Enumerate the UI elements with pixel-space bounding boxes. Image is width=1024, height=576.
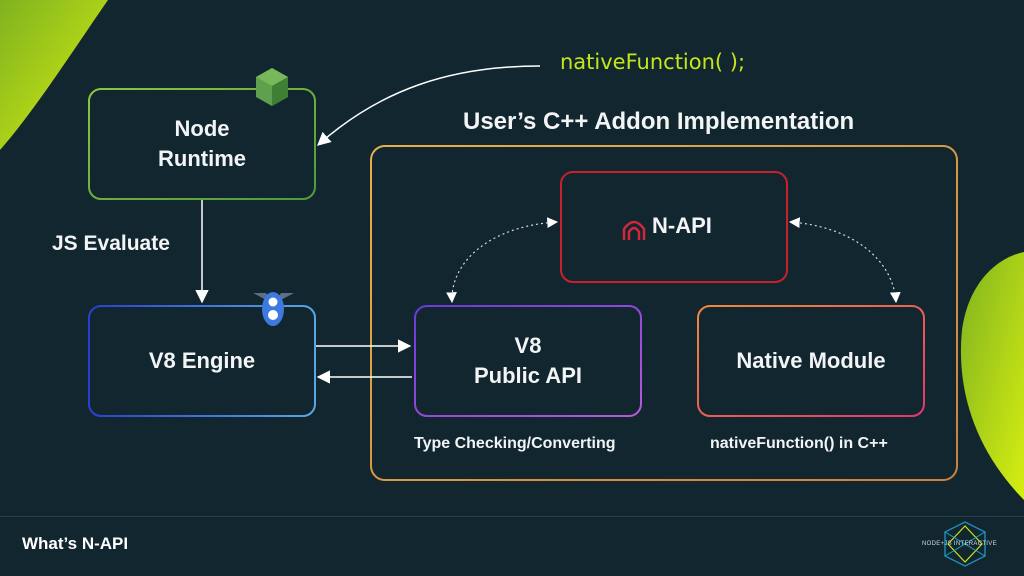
native-module-box — [697, 305, 925, 417]
addon-title: User’s C++ Addon Implementation — [463, 108, 855, 135]
node-runtime-line-2: Runtime — [158, 146, 246, 171]
napi-public-dotted-arrow — [446, 217, 559, 304]
node-runtime-label: Node Runtime — [89, 89, 315, 199]
v8-engine-label: V8 Engine — [89, 306, 315, 416]
v8-engine-text: V8 Engine — [148, 348, 256, 373]
right-accent — [960, 252, 1024, 500]
v8-public-api-label: V8 Public API — [415, 306, 641, 416]
v8-public-api-line-2: Public API — [474, 363, 582, 388]
callout-arrow — [316, 65, 541, 146]
node-runtime-box — [88, 88, 316, 200]
top-left-accent — [0, 0, 108, 150]
nodejs-hex-icon — [256, 68, 288, 106]
addon-container — [370, 145, 958, 481]
native-module-text: Native Module — [736, 348, 886, 373]
napi-box — [560, 171, 788, 283]
js-evaluate-label: JS Evaluate — [52, 232, 170, 255]
node-js-interactive-logo-icon — [944, 521, 986, 567]
napi-logo-icon — [622, 220, 646, 240]
v8-engine-box — [88, 305, 316, 417]
napi-native-dotted-arrow — [788, 217, 901, 304]
v8-public-api-box — [414, 305, 642, 417]
napi-label: N-API — [652, 213, 712, 238]
native-cpp-label: nativeFunction() in C++ — [710, 435, 888, 452]
callout-text: nativeFunction( ); — [560, 50, 746, 74]
node-runtime-line-1: Node — [174, 116, 230, 141]
native-module-label: Native Module — [698, 306, 924, 416]
footer-logo-text: NODE+JS INTERACTIVE — [922, 541, 997, 547]
type-checking-label: Type Checking/Converting — [414, 435, 616, 452]
footer-title: What’s N-API — [22, 534, 129, 553]
footer-divider — [0, 516, 1024, 517]
v8-logo-icon — [253, 292, 294, 326]
v8-public-api-line-1: V8 — [514, 333, 542, 358]
